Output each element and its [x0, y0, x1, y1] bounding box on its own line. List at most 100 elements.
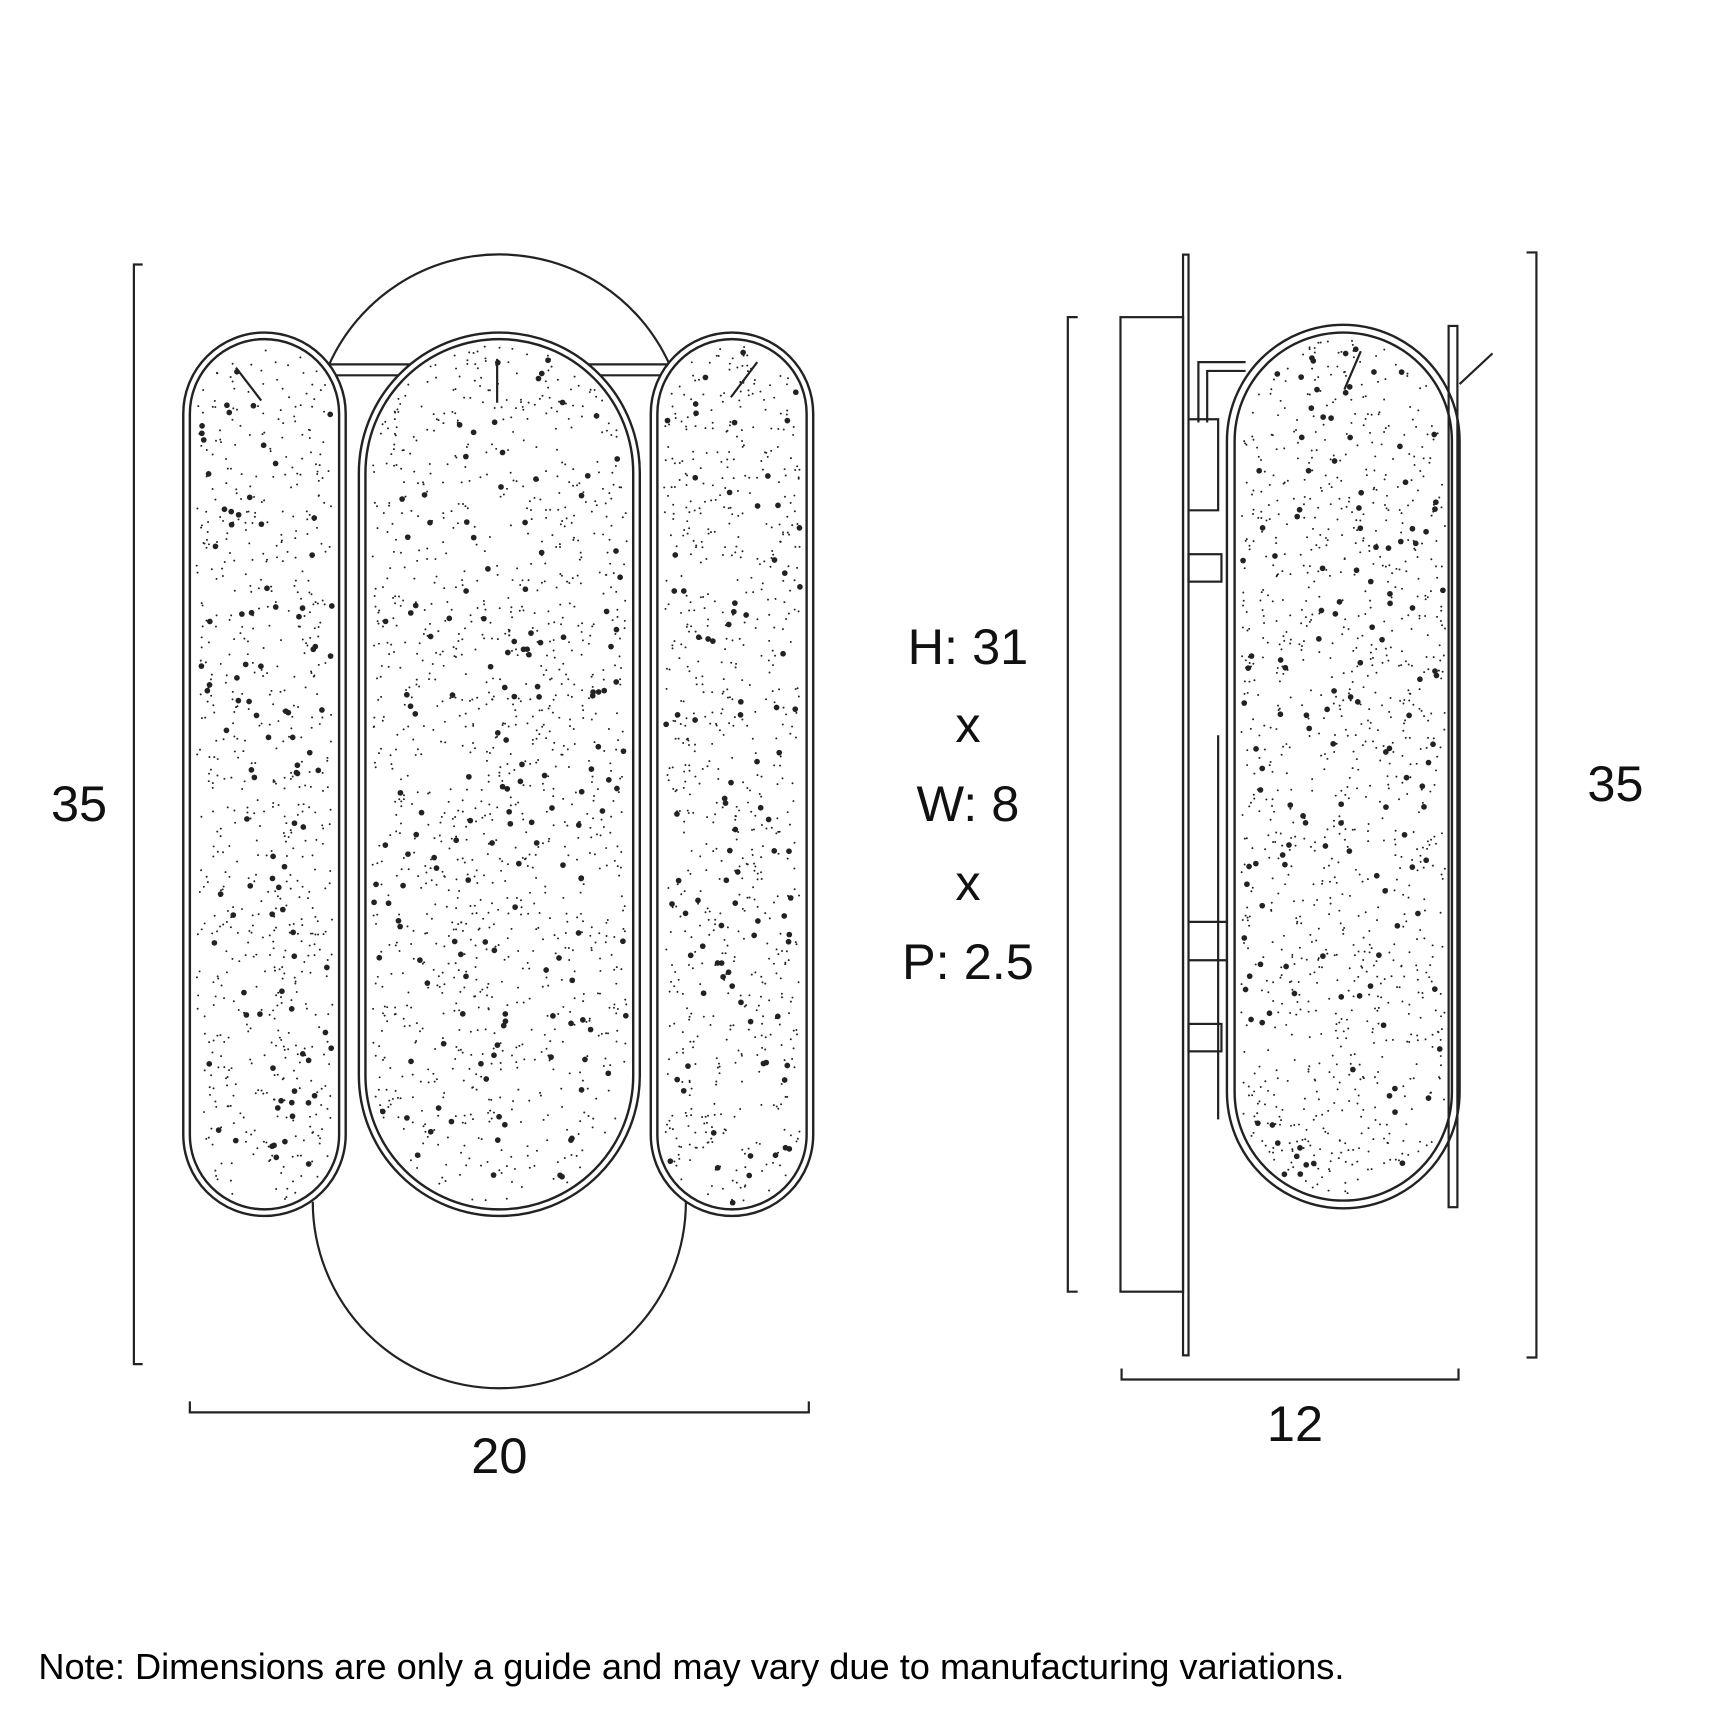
speckle: [226, 1076, 229, 1078]
speckle: [1361, 744, 1364, 747]
speckle: [1272, 564, 1275, 567]
speckle: [1314, 841, 1317, 844]
speckle: [1310, 449, 1313, 452]
speckle: [550, 677, 553, 680]
speckle: [448, 1118, 455, 1125]
speckle: [223, 561, 226, 564]
speckle: [1438, 1076, 1441, 1079]
speckle: [304, 686, 307, 689]
speckle: [280, 996, 283, 999]
speckle: [732, 826, 739, 833]
speckle: [461, 579, 464, 582]
speckle: [715, 354, 718, 357]
speckle: [1417, 1150, 1420, 1153]
speckle: [1332, 825, 1335, 828]
speckle: [1377, 1070, 1380, 1073]
speckle: [1271, 600, 1274, 603]
speckle: [664, 425, 667, 428]
speckle: [502, 722, 505, 725]
speckle: [1376, 975, 1379, 978]
spec-times-2: x: [955, 854, 980, 911]
speckle: [1413, 463, 1416, 466]
speckle: [623, 905, 626, 908]
speckle: [710, 1126, 713, 1129]
speckle: [685, 717, 688, 720]
speckle: [220, 441, 222, 444]
speckle: [1438, 644, 1441, 647]
speckle: [248, 930, 251, 933]
speckle: [220, 1055, 223, 1058]
speckle: [296, 879, 299, 882]
speckle: [461, 1121, 464, 1124]
speckle: [469, 396, 472, 399]
speckle: [205, 470, 212, 477]
speckle: [1279, 399, 1282, 402]
speckle: [699, 561, 702, 564]
speckle: [1324, 706, 1331, 713]
speckle: [526, 651, 532, 658]
speckle: [699, 890, 702, 893]
speckle: [1338, 704, 1341, 707]
speckle: [591, 1126, 594, 1129]
speckle: [1381, 704, 1384, 707]
speckle: [1344, 828, 1347, 831]
speckle: [1329, 902, 1332, 905]
speckle: [394, 1006, 397, 1009]
speckle: [463, 1144, 466, 1147]
speckle: [712, 1015, 715, 1018]
speckle: [450, 837, 453, 840]
speckle: [380, 747, 382, 750]
speckle: [231, 362, 234, 365]
speckle: [323, 1053, 325, 1056]
speckle: [573, 683, 576, 686]
speckle: [1439, 620, 1442, 622]
speckle: [1425, 1144, 1428, 1147]
speckle: [723, 392, 726, 395]
speckle: [1356, 505, 1362, 511]
speckle: [542, 673, 545, 676]
speckle: [1334, 1012, 1337, 1015]
speckle: [486, 994, 488, 997]
speckle: [1347, 500, 1350, 503]
speckle: [208, 755, 211, 758]
speckle: [686, 737, 689, 740]
speckle: [380, 695, 383, 698]
speckle: [713, 530, 716, 533]
speckle: [228, 508, 235, 515]
speckle: [486, 986, 489, 989]
speckle: [739, 556, 742, 559]
speckle: [723, 978, 726, 981]
backplate-bottom-arc: [311, 1201, 687, 1390]
speckle: [1409, 605, 1416, 611]
speckle: [195, 564, 198, 567]
speckle: [404, 641, 407, 644]
speckle: [781, 570, 788, 577]
speckle: [291, 1155, 294, 1158]
speckle: [231, 957, 234, 960]
speckle: [570, 649, 573, 652]
speckle: [1318, 612, 1321, 615]
speckle: [1425, 1095, 1432, 1101]
speckle: [414, 1152, 421, 1159]
speckle: [200, 444, 203, 447]
speckle: [1293, 900, 1296, 903]
speckle: [688, 511, 691, 514]
speckle: [256, 1147, 259, 1150]
speckle: [1256, 446, 1259, 449]
speckle: [397, 923, 403, 930]
speckle: [1308, 734, 1311, 737]
speckle: [588, 697, 591, 700]
speckle: [402, 449, 405, 452]
speckle: [322, 789, 324, 792]
speckle: [489, 840, 495, 846]
speckle: [394, 411, 397, 414]
speckle: [1317, 957, 1320, 960]
speckle: [1399, 699, 1402, 702]
speckle: [1399, 1160, 1406, 1167]
speckle: [445, 1163, 448, 1166]
speckle: [1394, 854, 1397, 857]
speckle: [668, 1119, 671, 1122]
speckle: [423, 961, 426, 964]
speckle: [691, 967, 694, 970]
speckle: [297, 706, 300, 709]
